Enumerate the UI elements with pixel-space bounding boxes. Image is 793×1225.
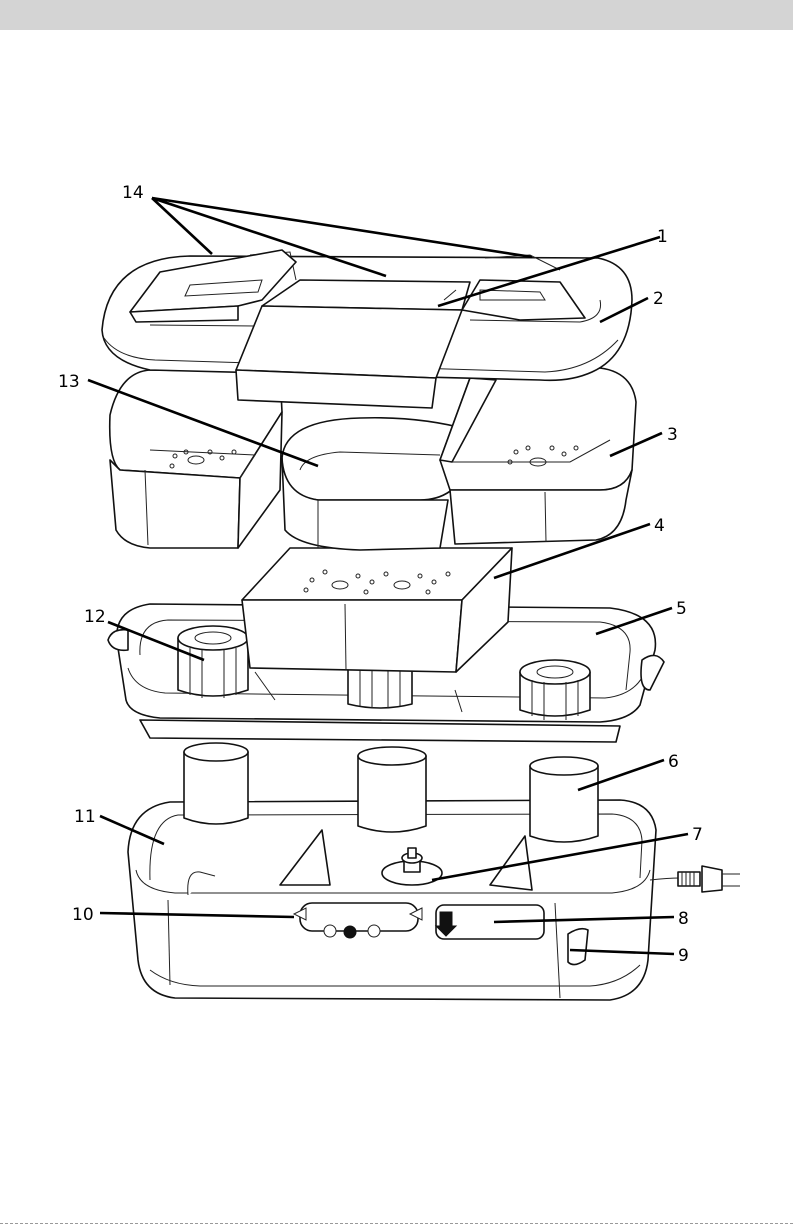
right-filter-tray: [440, 368, 636, 544]
label-7: 7: [692, 825, 703, 845]
label-13: 13: [58, 372, 80, 392]
label-1: 1: [657, 227, 668, 247]
label-12: 12: [84, 607, 106, 627]
label-4: 4: [654, 516, 665, 536]
side-handle: [568, 929, 588, 965]
label-11: 11: [74, 807, 96, 827]
label-14: 14: [122, 183, 144, 203]
center-filter-tray: [242, 548, 512, 672]
label-6: 6: [668, 752, 679, 772]
base-housing: [128, 800, 740, 1000]
label-2: 2: [653, 289, 664, 309]
label-3: 3: [667, 425, 678, 445]
label-9: 9: [678, 946, 689, 966]
label-5: 5: [676, 599, 687, 619]
label-10: 10: [72, 905, 94, 925]
label-8: 8: [678, 909, 689, 929]
center-chimney: [282, 418, 470, 550]
page-bottom-rule: [0, 1223, 793, 1224]
power-cord: [650, 866, 740, 892]
